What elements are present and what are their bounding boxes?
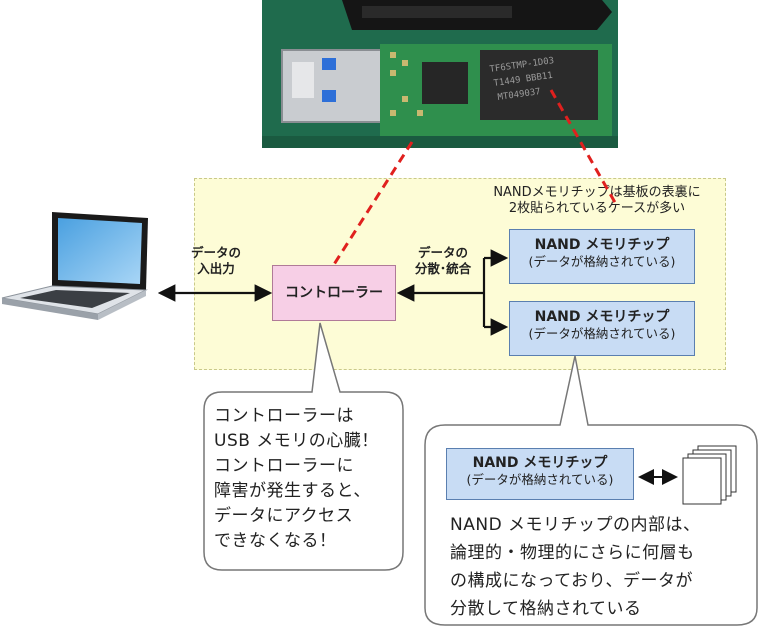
controller-box: コントローラー bbox=[272, 265, 396, 321]
io-label: データの 入出力 bbox=[176, 245, 256, 277]
callout-line-3: コントローラーに bbox=[214, 456, 354, 476]
nand-chip-2: NAND メモリチップ (データが格納されている) bbox=[509, 301, 695, 356]
nand-chip-1: NAND メモリチップ (データが格納されている) bbox=[509, 229, 695, 284]
nand-chip-2-title: NAND メモリチップ bbox=[534, 309, 670, 325]
nand-detail-text: NAND メモリチップの内部は、 論理的・物理的にさらに何層も の構成になってお… bbox=[450, 511, 750, 623]
nand-detail-chip: NAND メモリチップ (データが格納されている) bbox=[446, 448, 634, 500]
nand-chip-1-sub: (データが格納されている) bbox=[528, 254, 676, 269]
io-label-line1: データの bbox=[190, 245, 241, 260]
laptop-icon bbox=[0, 208, 160, 328]
top-note-line1: NANDメモリチップは基板の表裏に bbox=[493, 185, 701, 200]
distribute-label-line2: 分散･統合 bbox=[414, 261, 472, 276]
nand-detail-line-3: の構成になっており、データが bbox=[450, 571, 693, 591]
top-note-line2: 2枚貼られているケースが多い bbox=[508, 201, 686, 216]
callout-line-2: USB メモリの心臓！ bbox=[214, 431, 379, 451]
nand-detail-sub: (データが格納されている) bbox=[466, 472, 614, 487]
callout-line-1: コントローラーは bbox=[214, 406, 354, 426]
distribute-label-line1: データの bbox=[417, 245, 468, 260]
nand-chip-2-sub: (データが格納されている) bbox=[528, 326, 676, 341]
usb-board-photo: TF6STMP-1D03 T1449 BBB11 MT049037 bbox=[262, 0, 618, 148]
top-note: NANDメモリチップは基板の表裏に 2枚貼られているケースが多い bbox=[468, 185, 726, 217]
nand-detail-line-1: NAND メモリチップの内部は、 bbox=[450, 515, 701, 535]
distribute-label: データの 分散･統合 bbox=[404, 245, 482, 277]
nand-detail-line-4: 分散して格納されている bbox=[450, 599, 642, 619]
callout-line-4: 障害が発生すると、 bbox=[214, 481, 371, 501]
stacked-pages-icon bbox=[682, 445, 737, 505]
callout-line-5: データにアクセス bbox=[214, 506, 354, 526]
io-label-line2: 入出力 bbox=[197, 261, 235, 276]
nand-chip-1-title: NAND メモリチップ bbox=[534, 237, 670, 253]
nand-detail-title: NAND メモリチップ bbox=[472, 455, 608, 471]
controller-callout-text: コントローラーは USB メモリの心臓！ コントローラーに 障害が発生すると、 … bbox=[214, 404, 402, 554]
callout-line-6: できなくなる！ bbox=[214, 531, 337, 551]
nand-detail-line-2: 論理的・物理的にさらに何層も bbox=[450, 543, 695, 563]
